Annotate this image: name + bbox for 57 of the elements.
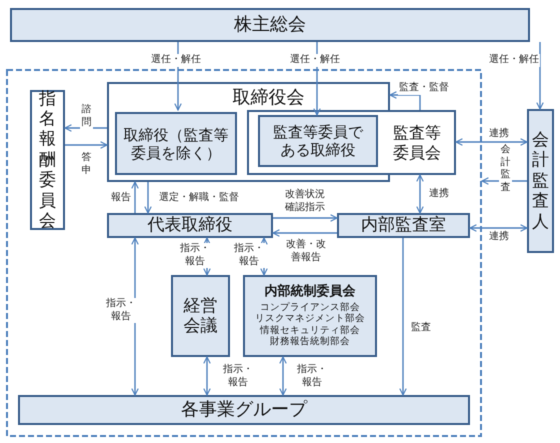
edge-label: 改善・改善報告 (284, 239, 328, 264)
audit-directors-box (258, 115, 378, 167)
node-label: 監査等委員である取締役 (272, 123, 364, 159)
internal-audit-box (337, 213, 470, 238)
edge-label: 答申 (80, 152, 93, 177)
edge-label: 指示・報告 (178, 243, 212, 268)
sub-label: 財務報告統制部会 (270, 336, 350, 348)
edge-label: 報告 (110, 192, 132, 204)
auditor-box (527, 109, 554, 253)
arrow (272, 229, 337, 237)
arrow (203, 356, 211, 396)
node-label: 会計監査人 (532, 130, 550, 232)
node-label: 株主総会 (234, 14, 306, 36)
arrow (131, 181, 139, 213)
node-label: 指名報酬委員会 (38, 88, 56, 232)
arrow (273, 214, 338, 222)
arrow (399, 238, 407, 396)
management-meeting-box (171, 275, 230, 357)
edge-label: 連携 (488, 128, 510, 140)
edge-label: 指示・報告 (104, 298, 138, 323)
sub-label: 情報セキュリティ部会 (260, 324, 360, 336)
edge-label: 諮問 (80, 104, 93, 129)
node-label: 各事業グループ (181, 399, 307, 421)
assembly-box (10, 8, 530, 42)
edge-label: 監査 (410, 322, 432, 334)
arrow (144, 182, 152, 214)
business-group-box (18, 395, 470, 425)
edge-label: 改善状況確認指示 (283, 189, 327, 214)
node-label: 経営会議 (182, 296, 218, 336)
node-label: 取締役（監査等委員を除く） (122, 126, 230, 162)
internal-control-box (243, 275, 377, 357)
sub-label: コンプライアンス部会 (260, 302, 360, 314)
arrow (279, 356, 287, 396)
edge-label: 連携 (488, 231, 510, 244)
edge-label: 監査・監督 (398, 82, 450, 94)
arrow (455, 138, 528, 146)
node-label: 代表取締役 (148, 215, 232, 236)
edge-label: 選任・解任 (488, 54, 540, 66)
directors-box (115, 112, 237, 175)
committee-box (30, 90, 65, 230)
node-label: 内部監査室 (361, 215, 446, 236)
node-label: 内部統制委員会 (264, 284, 356, 300)
arrow (536, 42, 544, 110)
arrow (65, 141, 108, 149)
arrow (416, 174, 424, 214)
representative-box (107, 213, 273, 238)
node-label: 取締役会 (232, 87, 304, 109)
edge-label: 会計監査 (499, 144, 512, 194)
edge-label: 選任・解任 (150, 54, 202, 66)
edge-label: 選任・解任 (289, 54, 341, 66)
edge-label: 連携 (428, 188, 450, 200)
edge-label: 指示・報告 (232, 243, 266, 268)
sub-label: リスクマネジメント部会 (255, 313, 365, 325)
arrow (469, 224, 528, 232)
node-label: 監査等委員会 (392, 123, 442, 162)
edge-label: 選定・解職・監督 (158, 192, 240, 204)
arrow (389, 91, 421, 110)
